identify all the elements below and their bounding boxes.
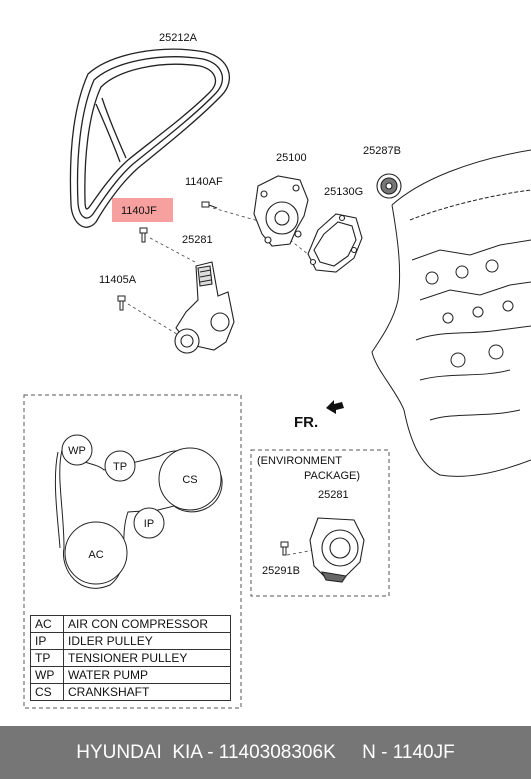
env-tensioner-label: 25281 — [318, 489, 349, 501]
drive-belt — [69, 48, 231, 228]
legend-desc: TENSIONER PULLEY — [63, 649, 231, 667]
tensioner-assembly — [174, 261, 235, 354]
belt-routing-box — [23, 394, 242, 709]
engine-block — [371, 149, 531, 477]
env-bolt-label: 25291B — [262, 565, 300, 577]
legend-code: IP — [30, 632, 64, 650]
gasket-label: 25130G — [324, 186, 363, 198]
legend-desc: AIR CON COMPRESSOR — [63, 615, 231, 633]
pulley-tp-label: TP — [113, 461, 127, 473]
tensioner-label: 25281 — [182, 234, 213, 246]
pulley-tp: TP — [104, 450, 136, 482]
pulley-ac-label: AC — [88, 549, 103, 561]
legend-code: AC — [30, 615, 64, 633]
legend-table: AC AIR CON COMPRESSOR IP IDLER PULLEY TP… — [30, 615, 231, 701]
bolt-pump-label: 1140AF — [185, 176, 223, 188]
legend-code: CS — [30, 683, 64, 701]
env-tensioner-assembly — [309, 517, 365, 583]
bolt-1140af — [201, 201, 218, 209]
env-package-title-line2: PACKAGE) — [304, 470, 360, 482]
idler-pulley — [376, 173, 402, 199]
leader-lines — [127, 207, 319, 556]
bolt-tensioner-label: 11405A — [99, 274, 137, 286]
legend-row: IP IDLER PULLEY — [30, 632, 231, 650]
env-bolt — [280, 541, 289, 556]
idler-pulley-label: 25287B — [363, 145, 401, 157]
water-pump-label: 25100 — [276, 152, 307, 164]
legend-row: CS CRANKSHAFT — [30, 683, 231, 701]
pulley-ip-label: IP — [144, 518, 154, 530]
legend-desc: WATER PUMP — [63, 666, 231, 684]
belt-label: 25212A — [159, 32, 198, 44]
pump-gasket — [307, 213, 363, 273]
legend-row: WP WATER PUMP — [30, 666, 231, 684]
legend-row: AC AIR CON COMPRESSOR — [30, 615, 231, 633]
pulley-ac: AC — [64, 521, 128, 585]
legend-desc: IDLER PULLEY — [63, 632, 231, 650]
env-package-title-line1: (ENVIRONMENT — [257, 455, 342, 467]
bolt-11405a — [117, 295, 126, 311]
env-package-box — [250, 449, 390, 597]
pulley-wp-label: WP — [68, 445, 86, 457]
legend-row: TP TENSIONER PULLEY — [30, 649, 231, 667]
front-arrow-label: FR. — [294, 414, 318, 431]
legend-code: TP — [30, 649, 64, 667]
bolt-highlight-label: 1140JF — [121, 205, 157, 217]
pulley-cs: CS — [158, 447, 222, 511]
front-arrow: FR. — [294, 400, 344, 431]
pulley-ip: IP — [133, 507, 165, 539]
bolt-1140jf — [139, 227, 148, 243]
legend-desc: CRANKSHAFT — [63, 683, 231, 701]
legend-code: WP — [30, 666, 64, 684]
pulley-wp: WP — [61, 434, 93, 466]
highlight-box — [112, 198, 173, 222]
part-number-footer: HYUNDAI KIA - 1140308306K N - 1140JF — [0, 726, 531, 779]
water-pump — [253, 175, 309, 247]
pulley-cs-label: CS — [182, 474, 197, 486]
